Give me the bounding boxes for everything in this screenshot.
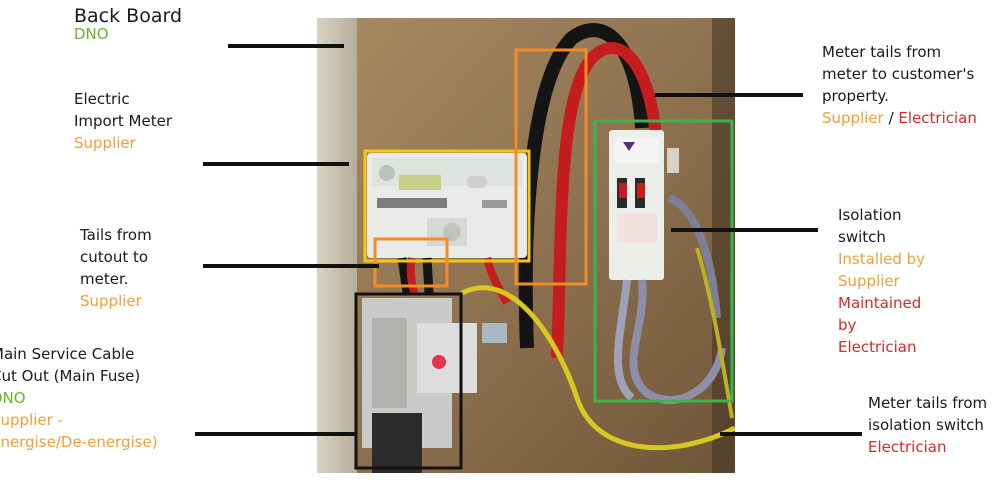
label-isolation: Isolation switch Installed by Supplier M… xyxy=(838,204,925,358)
isolation-maintained-electrician: Electrician xyxy=(838,338,917,356)
label-meter-tails-iso: Meter tails from isolation switch Electr… xyxy=(868,392,987,458)
import-meter-line1: Electric xyxy=(74,90,130,108)
tails-cutout-line1: Tails from xyxy=(80,226,152,244)
label-back-board: Back Board DNO xyxy=(74,5,182,45)
meter-board-photo xyxy=(317,18,735,473)
import-meter-owner: Supplier xyxy=(74,134,136,152)
isolation-line2: switch xyxy=(838,228,886,246)
main-service-owner2a: Supplier - xyxy=(0,411,63,429)
isolation-installed-supplier: Supplier xyxy=(838,272,900,290)
leader-meter-tails-iso xyxy=(720,432,862,436)
main-service-owner: DNO xyxy=(0,389,26,407)
label-meter-tails-customer: Meter tails from meter to customer's pro… xyxy=(822,41,977,129)
highlight-tails-cutout xyxy=(373,237,449,288)
leader-meter-tails-customer xyxy=(655,93,803,97)
isolation-installed-by: Installed by xyxy=(838,250,926,268)
import-meter-line2: Import Meter xyxy=(74,112,172,130)
label-tails-cutout: Tails from cutout to meter. Supplier xyxy=(80,224,152,312)
isolation-maintained-by: by xyxy=(838,316,857,334)
main-service-line2: Cut Out (Main Fuse) xyxy=(0,367,141,385)
wall-left xyxy=(317,18,357,473)
leader-import-meter xyxy=(203,162,349,166)
back-board-title: Back Board xyxy=(74,5,183,27)
mti-owner: Electrician xyxy=(868,438,947,456)
isolation-maintained: Maintained xyxy=(838,294,922,312)
mti-line1: Meter tails from xyxy=(868,394,988,412)
leader-back-board xyxy=(228,44,344,48)
cut-out-main-fuse xyxy=(362,298,507,473)
mti-line2: isolation switch xyxy=(868,416,984,434)
highlight-cutout xyxy=(354,292,463,470)
label-main-service: Main Service Cable Cut Out (Main Fuse) D… xyxy=(0,343,158,453)
back-board-owner: DNO xyxy=(74,25,109,43)
leader-main-service xyxy=(195,432,357,436)
import-meter xyxy=(367,153,527,258)
main-service-line1: Main Service Cable xyxy=(0,345,135,363)
isolation-switch-device xyxy=(609,130,664,280)
highlight-isolation xyxy=(593,119,734,403)
mtc-line1: Meter tails from xyxy=(822,43,942,61)
mtc-line2: meter to customer's xyxy=(822,65,975,83)
leader-tails-cutout xyxy=(203,264,379,268)
mtc-owner-sep: / xyxy=(883,109,899,127)
mtc-owner-electrician: Electrician xyxy=(898,109,977,127)
highlight-meter-tails-top xyxy=(514,48,588,286)
tails-cutout-line3: meter. xyxy=(80,270,129,288)
mtc-owner-supplier: Supplier xyxy=(822,109,884,127)
mtc-line3: property. xyxy=(822,87,889,105)
label-import-meter: Electric Import Meter Supplier xyxy=(74,88,172,154)
main-service-owner2b: Energise/De-energise) xyxy=(0,433,158,451)
isolation-line1: Isolation xyxy=(838,206,902,224)
tails-cutout-line2: cutout to xyxy=(80,248,149,266)
leader-isolation xyxy=(671,228,818,232)
tails-cutout-owner: Supplier xyxy=(80,292,142,310)
